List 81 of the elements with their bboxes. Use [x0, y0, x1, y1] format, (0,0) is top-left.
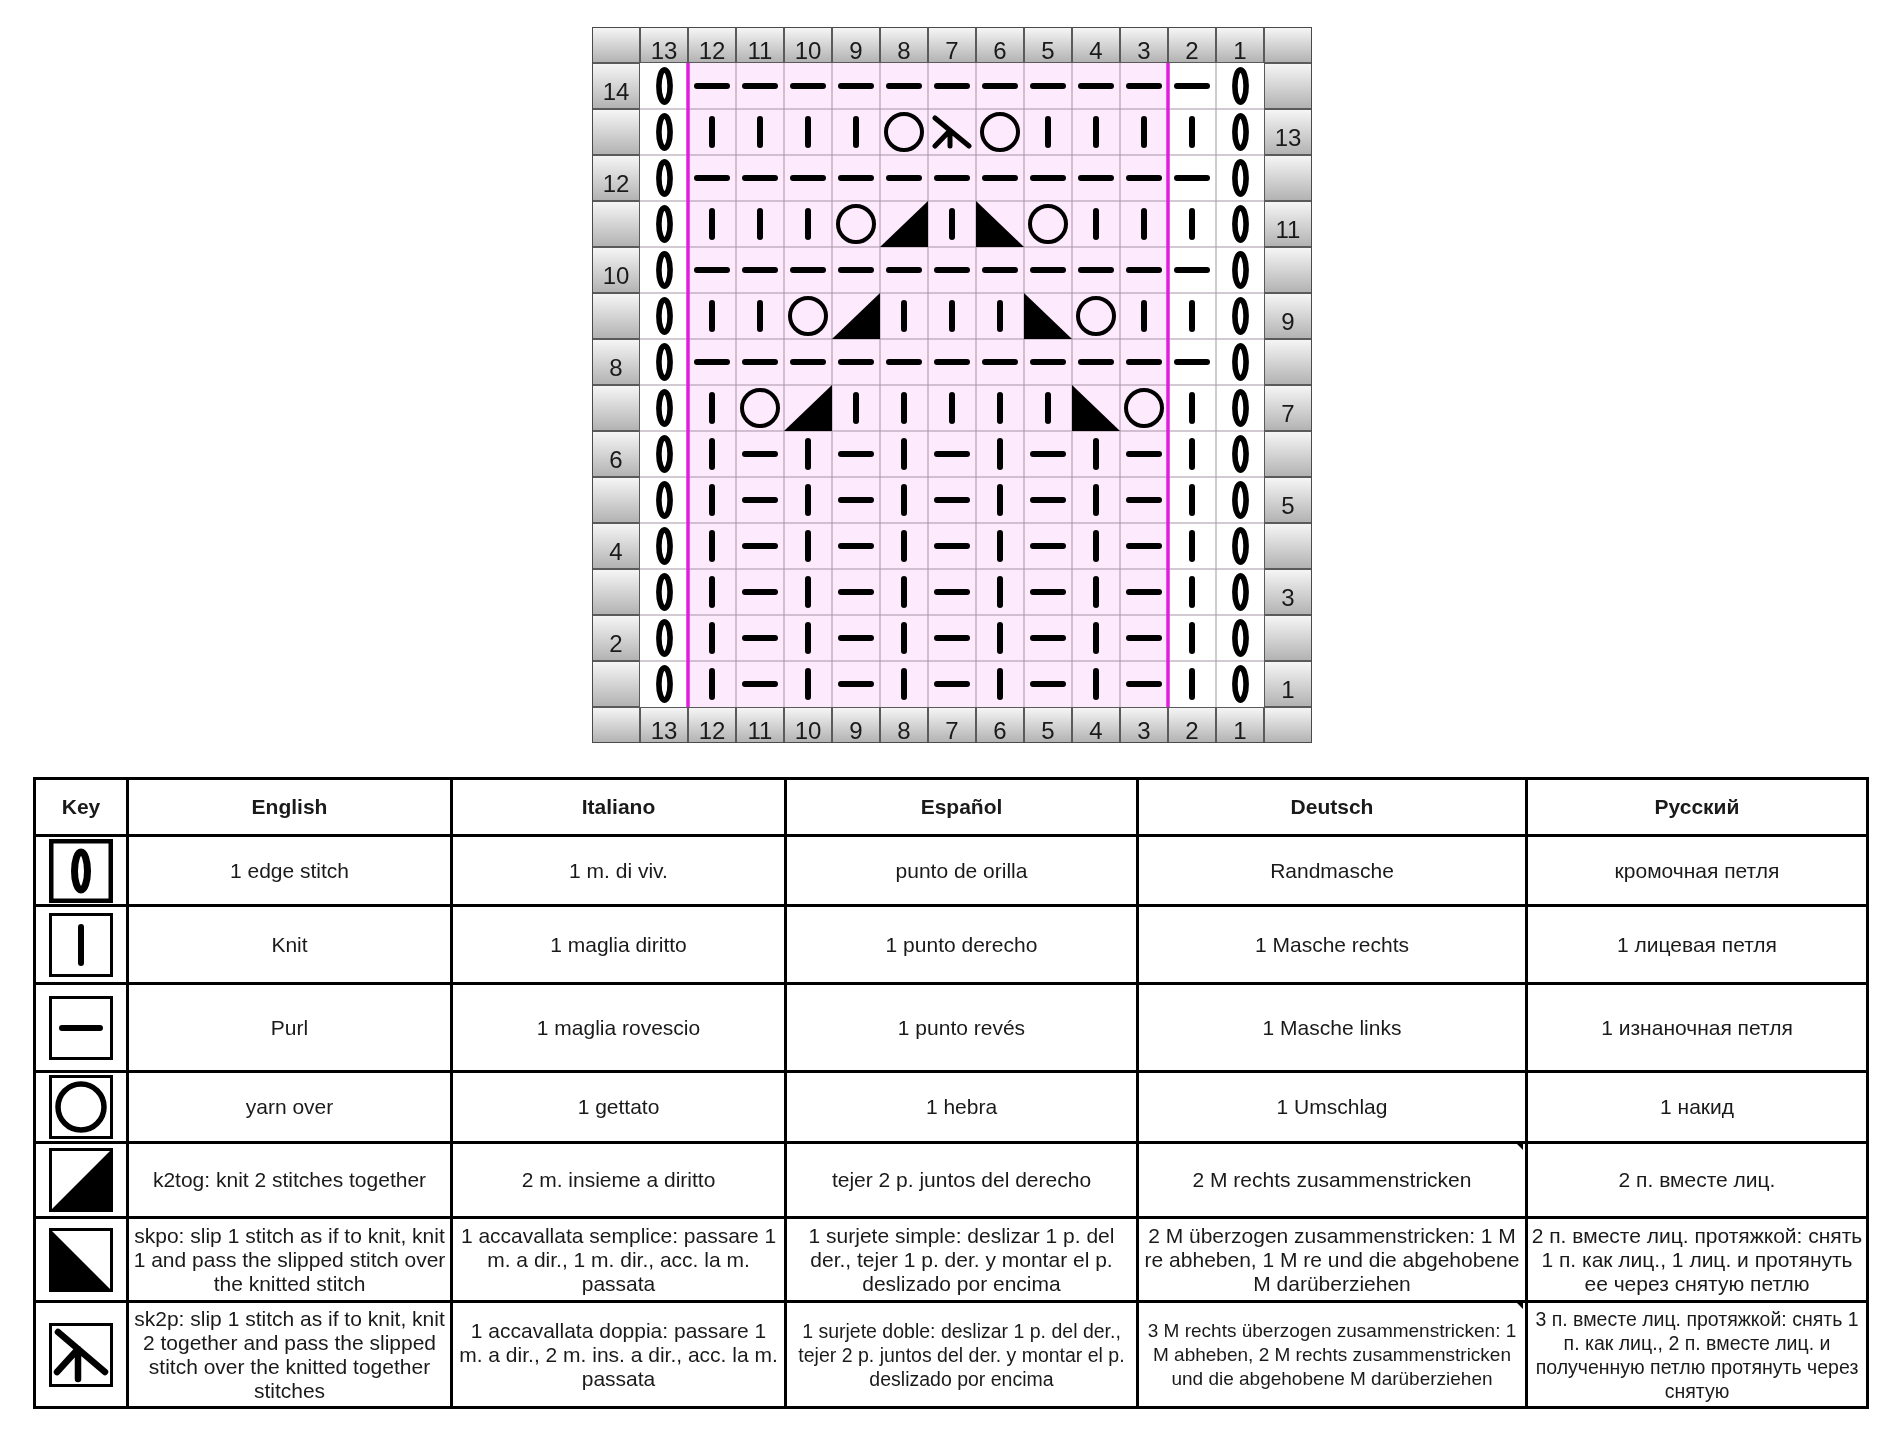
column-number: 2	[1185, 719, 1199, 743]
column-number: 8	[897, 719, 911, 743]
stitch-description: 2 п. вместе лиц. протяжкой: снять 1 п. как лиц., 1 лиц. и протянуть ее через снятую петлю	[1531, 1223, 1863, 1296]
row-number: 1	[1281, 678, 1295, 702]
stitch-description: yarn over	[245, 1095, 334, 1119]
column-header: Deutsch	[1290, 795, 1374, 819]
stitch-description: 1 maglia diritto	[550, 932, 687, 957]
stitch-description: Purl	[270, 1015, 309, 1040]
stitch-description: 1 surjete doble: deslizar 1 p. del der., tejer 2 p. juntos del der. y montar el p. deslizado por encima	[797, 1318, 1126, 1391]
row-number: 4	[609, 540, 623, 564]
column-number: 5	[1041, 39, 1055, 63]
row-number: 13	[1274, 126, 1302, 150]
stitch-description: 1 изнаночная петля	[1601, 1015, 1793, 1040]
column-number: 3	[1137, 39, 1151, 63]
column-number: 9	[849, 719, 863, 743]
column-number: 3	[1137, 719, 1151, 743]
column-number: 12	[698, 39, 726, 63]
row-number: 8	[609, 356, 623, 380]
column-number: 5	[1041, 719, 1055, 743]
column-number: 7	[945, 719, 959, 743]
column-number: 8	[897, 39, 911, 63]
column-header: Русский	[1654, 795, 1740, 819]
row-number: 3	[1281, 586, 1295, 610]
stitch-description: 1 m. di viv.	[569, 858, 668, 883]
stitch-description: 1 Masche links	[1262, 1015, 1402, 1040]
row-number: 10	[602, 264, 630, 288]
column-number: 6	[993, 719, 1007, 743]
column-number: 12	[698, 719, 726, 743]
stitch-description: 1 punto revés	[897, 1015, 1026, 1040]
column-number: 1	[1233, 39, 1247, 63]
column-number: 4	[1089, 719, 1103, 743]
column-number: 6	[993, 39, 1007, 63]
stitch-description: 1 накид	[1660, 1095, 1734, 1119]
stitch-description: 1 Umschlag	[1276, 1095, 1388, 1119]
stitch-description: 1 accavallata doppia: passare 1 m. a dir., 2 m. ins. a dir., acc. la m. passata	[459, 1318, 778, 1391]
stitch-description: Randmasche	[1270, 858, 1394, 883]
stitch-description: 1 Masche rechts	[1254, 932, 1410, 957]
column-number: 7	[945, 39, 959, 63]
row-number: 11	[1275, 218, 1301, 242]
stitch-description: 1 лицевая петля	[1617, 932, 1777, 957]
column-header: English	[251, 795, 328, 819]
column-number: 1	[1233, 719, 1247, 743]
row-number: 5	[1281, 494, 1295, 518]
row-number: 7	[1281, 402, 1295, 426]
column-number: 11	[747, 719, 773, 743]
column-number: 9	[849, 39, 863, 63]
stitch-description: 2 M überzogen zusammenstricken: 1 M re abheben, 1 M re und die abgehobene M darüberziehen	[1143, 1223, 1521, 1296]
column-header: Español	[920, 795, 1003, 819]
column-header: Italiano	[581, 795, 656, 819]
column-number: 10	[794, 39, 822, 63]
column-number: 10	[794, 719, 822, 743]
column-number: 2	[1185, 39, 1199, 63]
stitch-description: 1 surjete simple: deslizar 1 p. del der., tejer 1 p. der. y montar el p. deslizado por encima	[807, 1223, 1116, 1296]
stitch-description: tejer 2 p. juntos del derecho	[831, 1168, 1092, 1192]
stitch-description: 2 M rechts zusammenstricken	[1192, 1168, 1472, 1192]
stitch-description: 1 gettato	[577, 1095, 660, 1119]
stitch-description: 2 m. insieme a diritto	[521, 1168, 716, 1192]
column-number: 13	[650, 39, 678, 63]
row-number: 2	[609, 632, 623, 656]
stitch-description: 3 п. вместе лиц. протяжкой: снять 1 п. как лиц., 2 п. вместе лиц. и полученную петлю протянуть через снятую	[1534, 1306, 1860, 1403]
column-number: 13	[650, 719, 678, 743]
row-number: 6	[609, 448, 623, 472]
stitch-description: 3 M rechts überzogen zusammenstricken: 1 M abheben, 2 M rechts zusammenstricken und die abgehobene M darüberziehen	[1146, 1318, 1518, 1391]
stitch-description: кромочная петля	[1614, 858, 1780, 883]
stitch-description: skpo: slip 1 stitch as if to knit, knit 1 and pass the slipped stitch over the knitted stitch	[132, 1223, 447, 1296]
stitch-description: 1 hebra	[925, 1095, 998, 1119]
row-number: 12	[602, 172, 630, 196]
column-number: 4	[1089, 39, 1103, 63]
row-number: 14	[602, 80, 630, 104]
stitch-description: 1 edge stitch	[229, 858, 350, 883]
stitch-description: 1 accavallata semplice: passare 1 m. a dir., 1 m. dir., acc. la m. passata	[459, 1223, 778, 1296]
stitch-description: Knit	[271, 932, 308, 957]
stitch-description: punto de orilla	[895, 858, 1028, 883]
column-header: Key	[61, 795, 101, 819]
stitch-description: 1 maglia rovescio	[536, 1015, 701, 1040]
column-number: 11	[747, 39, 773, 63]
stitch-description: 2 п. вместе лиц.	[1618, 1168, 1776, 1192]
stitch-description: sk2p: slip 1 stitch as if to knit, knit 2 together and pass the slipped stitch over the knitted together stitches	[133, 1306, 446, 1403]
stitch-description: k2tog: knit 2 stitches together	[152, 1168, 427, 1192]
row-number: 9	[1281, 310, 1295, 334]
stitch-description: 1 punto derecho	[885, 932, 1038, 957]
